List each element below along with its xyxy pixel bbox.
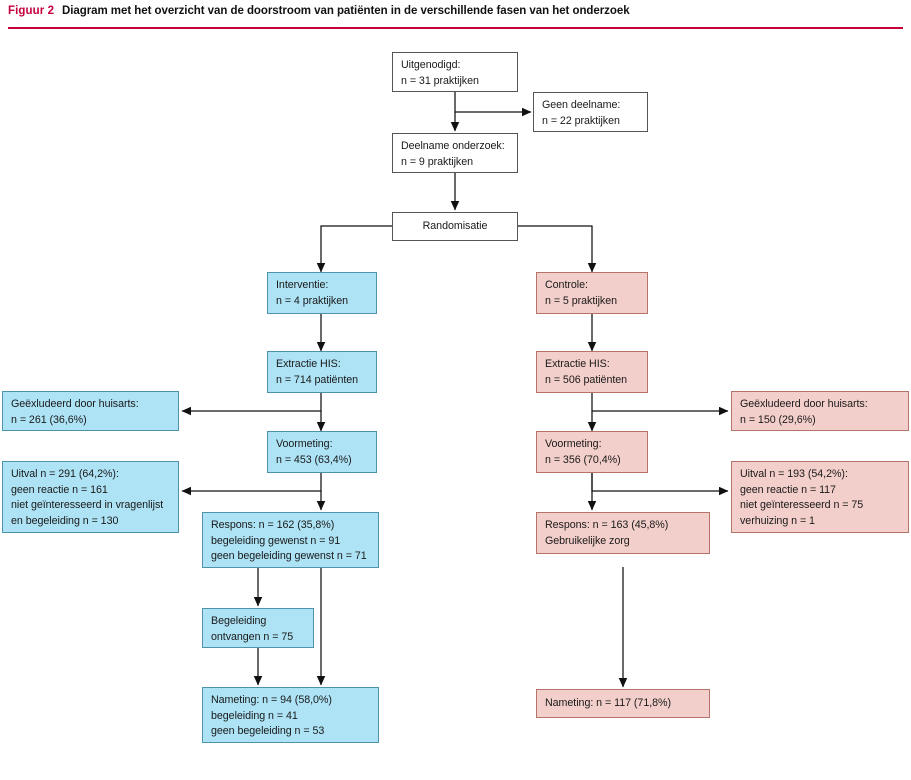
node-respons-interventie: Respons: n = 162 (35,8%) begeleiding gew… [202,512,379,568]
node-uitval-ctrl-line-4: verhuizing n = 1 [740,514,815,527]
node-nameting-interventie: Nameting: n = 94 (58,0%) begeleiding n =… [202,687,379,743]
node-geen-deelname: Geen deelname: n = 22 praktijken [533,92,648,132]
node-randomisatie: Randomisatie [392,212,518,241]
node-controle: Controle: n = 5 praktijken [536,272,648,314]
node-uitval-ctrl-line-2: geen reactie n = 117 [740,483,836,496]
node-extractie-int-line-2: n = 714 patiënten [276,373,359,386]
node-nameting-controle: Nameting: n = 117 (71,8%) [536,689,710,718]
node-geexcludeerd-controle: Geëxludeerd door huisarts: n = 150 (29,6… [731,391,909,431]
node-respons-int-line-1: Respons: n = 162 (35,8%) [211,519,335,531]
node-uitval-int-line-4: en begeleiding n = 130 [11,514,119,527]
node-extractie-ctrl-line-1: Extractie HIS: [545,358,610,370]
node-geen-deelname-line-2: n = 22 praktijken [542,114,620,127]
node-uitval-controle: Uitval n = 193 (54,2%): geen reactie n =… [731,461,909,533]
figure-header: Figuur 2 Diagram met het overzicht van d… [0,0,911,30]
node-interventie: Interventie: n = 4 praktijken [267,272,377,314]
node-nameting-ctrl-line-1: Nameting: n = 117 (71,8%) [545,697,671,709]
node-deelname-line-2: n = 9 praktijken [401,155,473,168]
node-interventie-line-2: n = 4 praktijken [276,294,348,307]
node-respons-controle: Respons: n = 163 (45,8%) Gebruikelijke z… [536,512,710,554]
node-respons-ctrl-line-2: Gebruikelijke zorg [545,534,630,547]
node-uitgenodigd-line-2: n = 31 praktijken [401,74,479,87]
node-deelname-onderzoek: Deelname onderzoek: n = 9 praktijken [392,133,518,173]
node-uitval-interventie: Uitval n = 291 (64,2%): geen reactie n =… [2,461,179,533]
node-voormeting-interventie: Voormeting: n = 453 (63,4%) [267,431,377,473]
node-begeleiding-line-2: ontvangen n = 75 [211,630,294,643]
figure-label: Figuur 2 [8,5,55,17]
node-uitgenodigd: Uitgenodigd: n = 31 praktijken [392,52,518,92]
node-uitval-int-line-1: Uitval n = 291 (64,2%): [11,468,119,480]
node-nameting-int-line-1: Nameting: n = 94 (58,0%) [211,694,332,706]
node-extractie-ctrl-line-2: n = 506 patiënten [545,373,628,386]
node-voormeting-int-line-2: n = 453 (63,4%) [276,453,352,466]
node-excl-ctrl-line-1: Geëxludeerd door huisarts: [740,398,868,410]
node-respons-int-line-2: begeleiding gewenst n = 91 [211,534,341,547]
node-respons-ctrl-line-1: Respons: n = 163 (45,8%) [545,519,669,531]
node-controle-line-2: n = 5 praktijken [545,294,617,307]
node-excl-ctrl-line-2: n = 150 (29,6%) [740,413,816,426]
node-uitval-int-line-2: geen reactie n = 161 [11,483,108,496]
node-nameting-int-line-3: geen begeleiding n = 53 [211,725,325,737]
node-excl-int-line-1: Geëxludeerd door huisarts: [11,398,139,410]
node-uitgenodigd-line-1: Uitgenodigd: [401,59,461,71]
header-divider [8,27,903,29]
node-interventie-line-1: Interventie: [276,279,329,291]
node-excl-int-line-2: n = 261 (36,6%) [11,413,87,426]
node-controle-line-1: Controle: [545,279,588,291]
node-begeleiding-ontvangen: Begeleiding ontvangen n = 75 [202,608,314,648]
node-voormeting-ctrl-line-1: Voormeting: [545,438,602,450]
node-extractie-int-line-1: Extractie HIS: [276,358,341,370]
node-voormeting-int-line-1: Voormeting: [276,438,333,450]
node-uitval-ctrl-line-1: Uitval n = 193 (54,2%): [740,468,848,480]
node-uitval-ctrl-line-3: niet geïnteresseerd n = 75 [740,499,864,511]
node-extractie-his-controle: Extractie HIS: n = 506 patiënten [536,351,648,393]
node-extractie-his-interventie: Extractie HIS: n = 714 patiënten [267,351,377,393]
node-geexcludeerd-interventie: Geëxludeerd door huisarts: n = 261 (36,6… [2,391,179,431]
node-geen-deelname-line-1: Geen deelname: [542,99,621,111]
node-voormeting-ctrl-line-2: n = 356 (70,4%) [545,453,621,466]
node-nameting-int-line-2: begeleiding n = 41 [211,709,298,722]
node-uitval-int-line-3: niet geïnteresseerd in vragenlijst [11,499,164,511]
node-begeleiding-line-1: Begeleiding [211,615,267,627]
node-respons-int-line-3: geen begeleiding gewenst n = 71 [211,550,367,562]
figure-caption: Diagram met het overzicht van de doorstr… [62,5,630,17]
node-deelname-line-1: Deelname onderzoek: [401,140,505,152]
node-randomisatie-label: Randomisatie [422,220,488,232]
node-voormeting-controle: Voormeting: n = 356 (70,4%) [536,431,648,473]
